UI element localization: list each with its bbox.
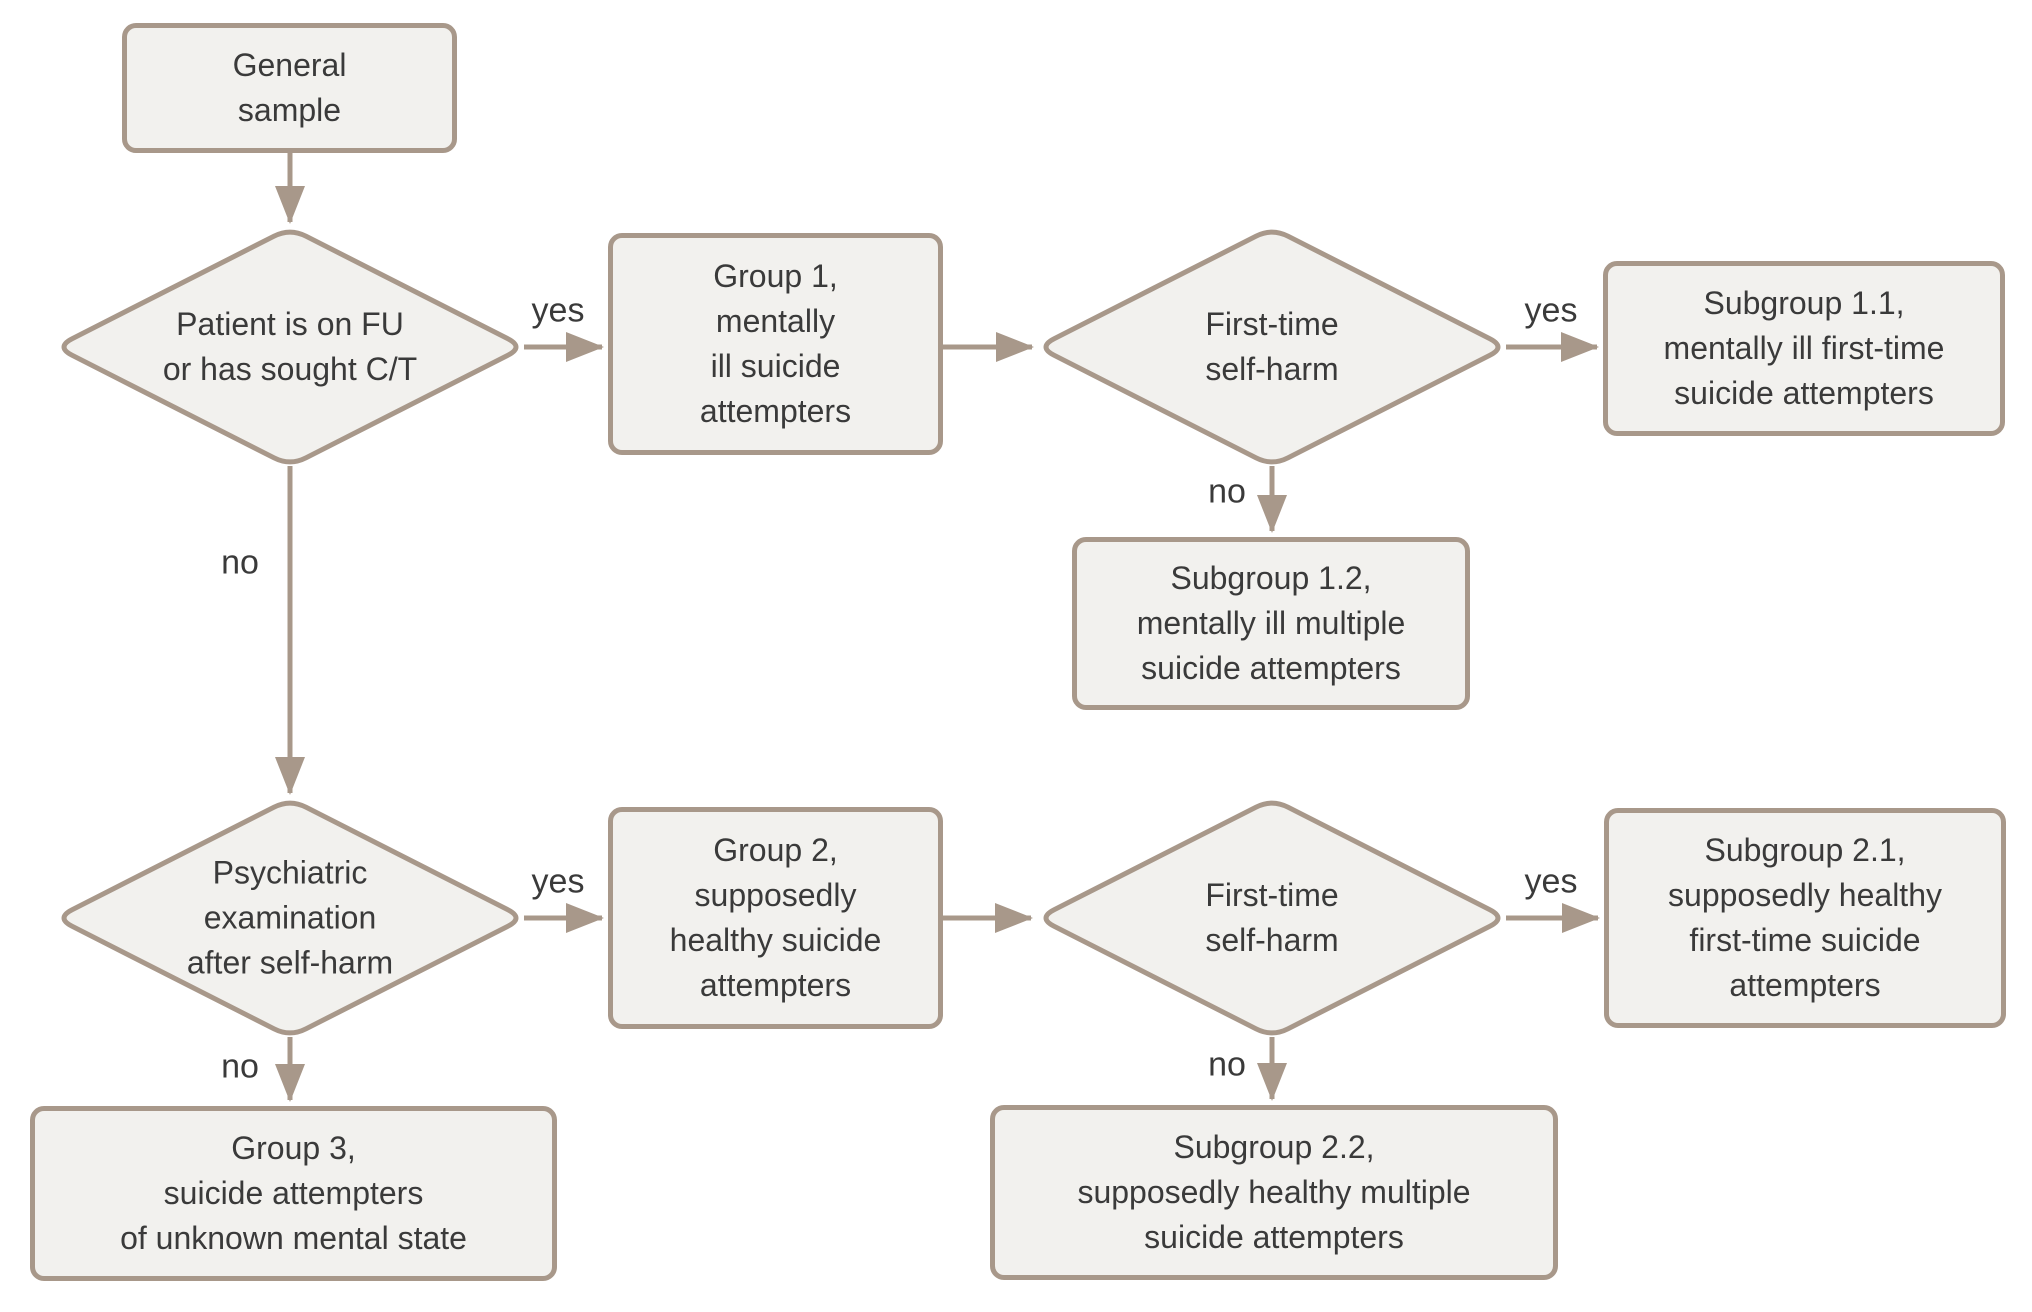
- node-group-2: Group 2, supposedly healthy suicide atte…: [608, 807, 943, 1029]
- edge-label-yes-d2: yes: [1524, 291, 1578, 330]
- decision-diamond-first-time-self-harm-1: [1043, 229, 1501, 465]
- decision-label-psychiatric-examination: Psychiatric examination after self-harm: [186, 854, 394, 981]
- node-subgroup-2-1: Subgroup 2.1, supposedly healthy first-t…: [1604, 808, 2006, 1028]
- edge-label-no-d1: no: [221, 543, 259, 582]
- decision-diamond-first-time-self-harm-2: [1043, 800, 1501, 1036]
- edge-label-no-d4: no: [1208, 1045, 1246, 1084]
- decision-diamond-psychiatric-examination: [61, 800, 519, 1036]
- edge-label-no-d2: no: [1208, 472, 1246, 511]
- decision-label-patient-fu-ct: Patient is on FU or has sought C/T: [162, 306, 418, 387]
- decision-label-first-time-self-harm-1: First-time self-harm: [1205, 306, 1339, 387]
- edge-label-yes-d4: yes: [1524, 862, 1578, 901]
- node-subgroup-2-2: Subgroup 2.2, supposedly healthy multipl…: [990, 1105, 1558, 1280]
- node-group-3: Group 3, suicide attempters of unknown m…: [30, 1106, 557, 1281]
- node-group-1: Group 1, mentally ill suicide attempters: [608, 233, 943, 455]
- node-subgroup-1-2: Subgroup 1.2, mentally ill multiple suic…: [1072, 537, 1470, 710]
- edge-label-no-d3: no: [221, 1047, 259, 1086]
- node-subgroup-1-1: Subgroup 1.1, mentally ill first-time su…: [1603, 261, 2005, 436]
- edge-label-yes-d3: yes: [531, 862, 585, 901]
- decision-diamond-patient-fu-ct: [61, 229, 519, 465]
- edge-label-yes-d1: yes: [531, 291, 585, 330]
- decision-label-first-time-self-harm-2: First-time self-harm: [1205, 877, 1339, 958]
- node-general-sample: General sample: [122, 23, 457, 153]
